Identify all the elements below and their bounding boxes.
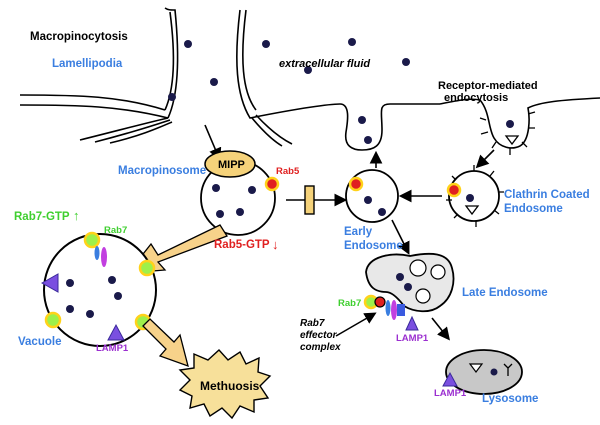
label-lamp1-vacuole: LAMP1 (96, 343, 129, 354)
vacuole (40, 231, 157, 347)
label-methuosis: Methuosis (200, 379, 260, 393)
extracellular-dots (168, 38, 514, 144)
label-receptor-mediated: Receptor-mediated (438, 80, 538, 92)
clathrin-pit (479, 111, 536, 155)
rab7-gtp-up-arrow: ↑ (73, 208, 80, 223)
label-clathrin-endosome: Endosome (504, 203, 563, 215)
label-effector: effector (300, 330, 338, 341)
label-rab7-gtp: Rab7-GTP (14, 211, 70, 223)
label-rab5: Rab5 (276, 166, 300, 177)
late-endosome (363, 252, 455, 331)
label-macropinosome: Macropinosome (118, 165, 206, 177)
arrow-to-clathrin-endosome (475, 149, 495, 169)
label-extracellular-fluid: extracellular fluid (279, 58, 370, 70)
clathrin-coated-endosome (446, 165, 504, 227)
label-early-endosome: Endosome (344, 240, 403, 252)
lysosome (442, 349, 523, 395)
label-vacuole: Vacuole (18, 336, 61, 348)
label-lamellipodia: Lamellipodia (52, 58, 123, 70)
label-macropinocytosis: Macropinocytosis (30, 31, 128, 43)
label-effector-rab7: Rab7 (300, 318, 325, 329)
label-lamp1-late: LAMP1 (396, 333, 429, 344)
arrow-effector-complex (335, 312, 377, 337)
rab5-marker (264, 176, 280, 192)
plasma-membrane (19, 7, 600, 151)
arrow-to-methuosis (142, 318, 189, 368)
label-late-endosome: Late Endosome (462, 287, 548, 299)
arrow-to-late-endosome (391, 219, 410, 255)
early-endosome (345, 169, 399, 223)
label-lysosome: Lysosome (482, 393, 538, 405)
label-clathrin-coated: Clathrin Coated (504, 189, 590, 201)
arrow-to-lysosome (431, 317, 450, 341)
label-rab7-late: Rab7 (338, 298, 361, 309)
label-endocytosis: endocytosis (444, 92, 508, 104)
label-rab5-gtp: Rab5-GTP (214, 239, 270, 251)
label-rab7-vacuole: Rab7 (104, 225, 127, 236)
label-early: Early (344, 226, 373, 238)
methuosis-burst (178, 349, 272, 420)
macropinosome (200, 150, 280, 236)
mipp-ellipse (204, 150, 256, 178)
label-complex: complex (300, 342, 341, 353)
label-lamp1-lysosome: LAMP1 (434, 388, 467, 399)
rab5-gtp-down-arrow: ↓ (272, 237, 279, 252)
label-mipp: MIPP (218, 159, 245, 171)
inhibition-symbol (286, 185, 348, 215)
